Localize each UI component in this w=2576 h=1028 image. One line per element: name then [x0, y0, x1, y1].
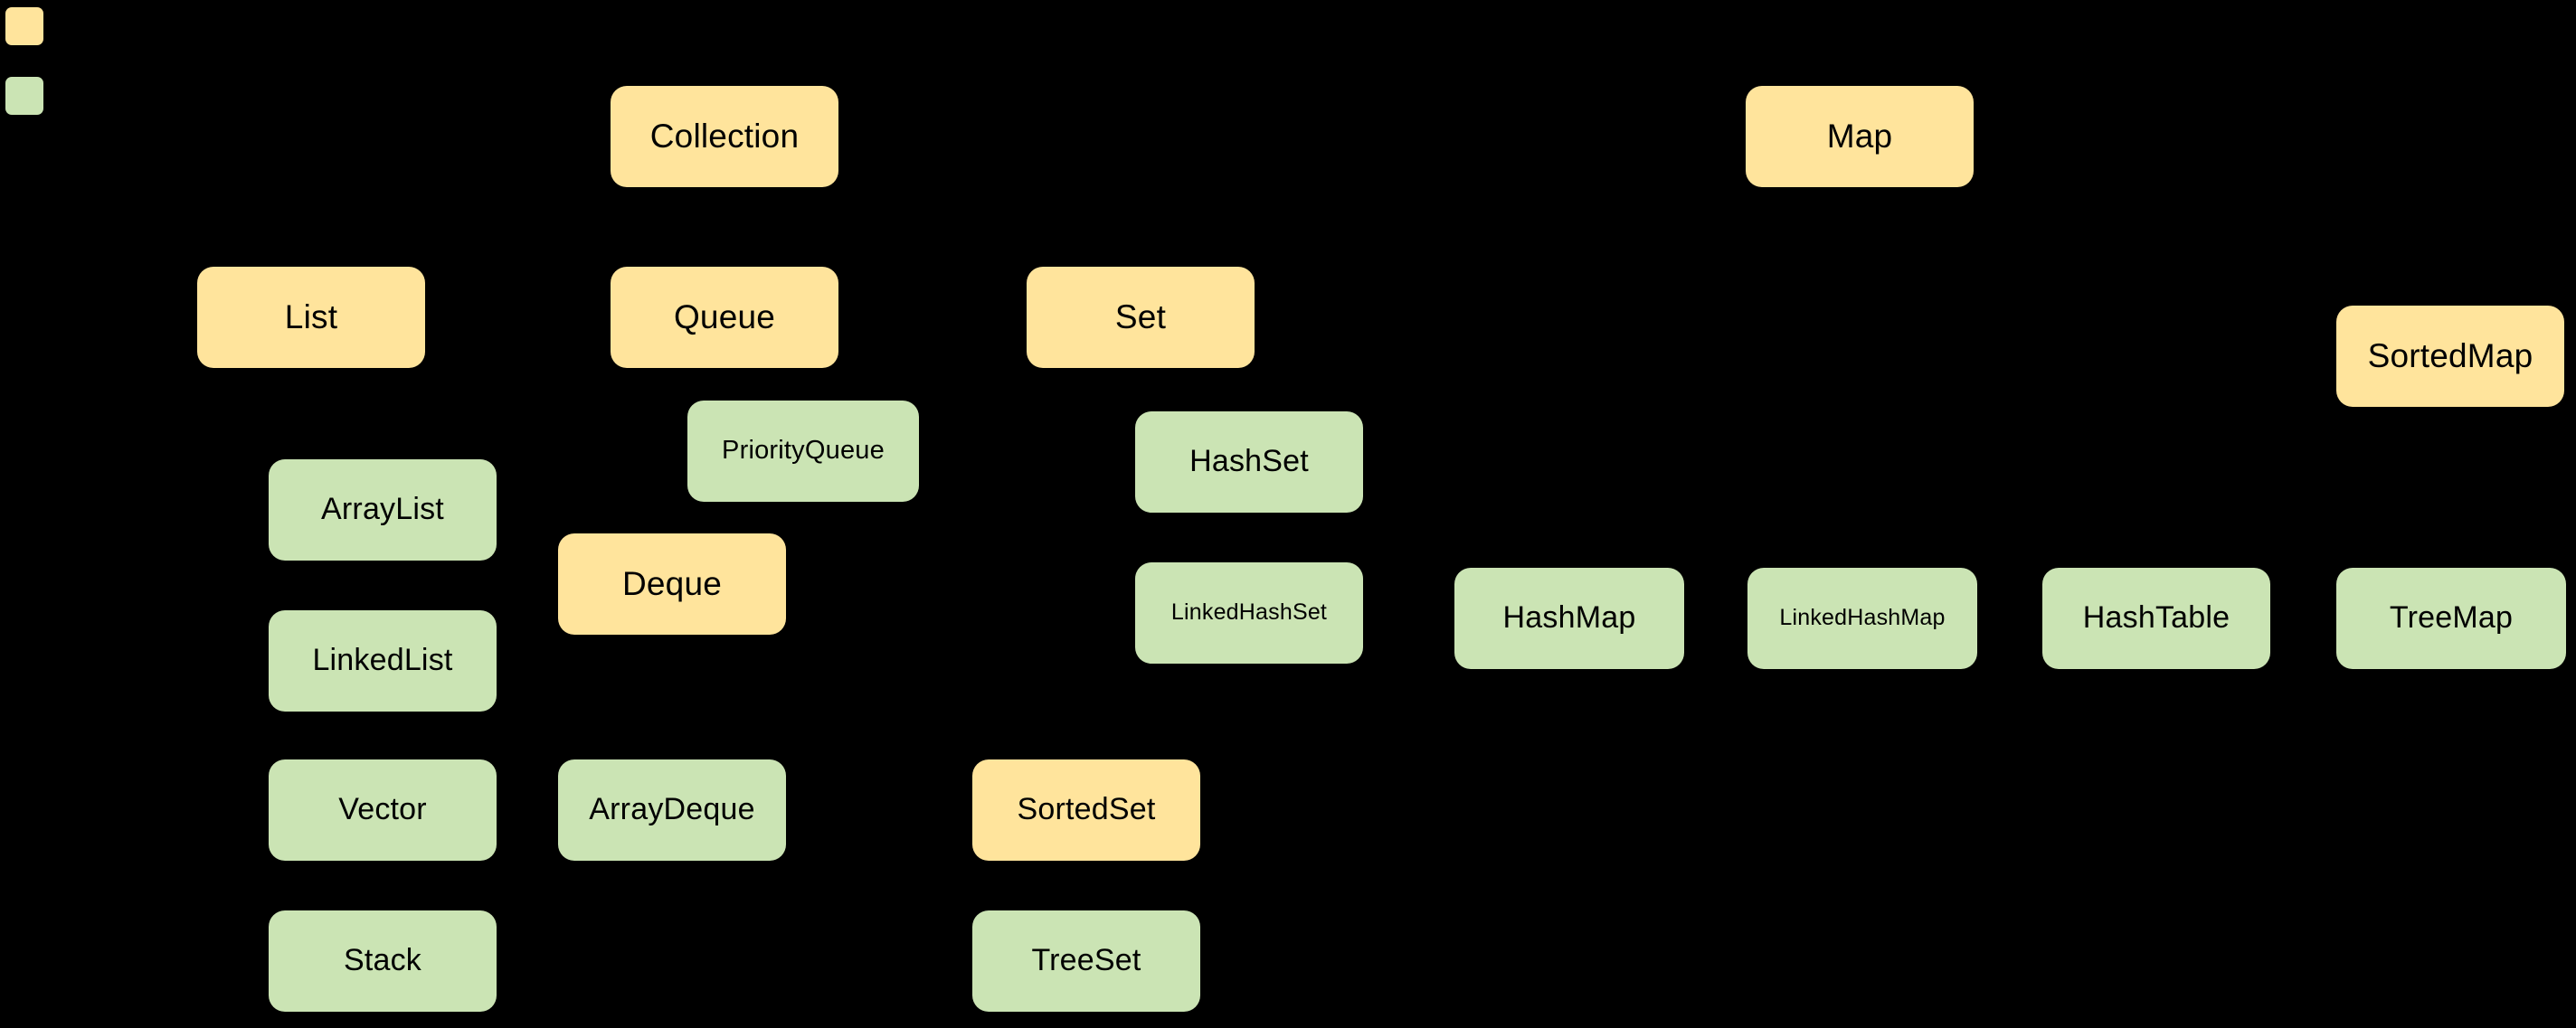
arrowhead-icon	[795, 388, 811, 401]
edge-map-to-hashtable	[1858, 187, 2158, 568]
legend-swatch-interface	[5, 7, 43, 45]
arrowhead-icon	[374, 447, 391, 459]
node-sortedset[interactable]: SortedSet	[972, 759, 1200, 861]
node-arraydeque[interactable]: ArrayDeque	[558, 759, 786, 861]
edge-map-to-hashmap	[1567, 187, 1861, 568]
arrowhead-icon	[1854, 555, 1870, 568]
edge-set-to-sortedset	[1084, 368, 1142, 759]
node-priorityqueue[interactable]: PriorityQueue	[687, 401, 919, 502]
node-vector[interactable]: Vector	[269, 759, 497, 861]
edge-list-to-arraylist	[309, 368, 384, 459]
node-hashmap[interactable]: HashMap	[1454, 568, 1684, 669]
node-label: HashSet	[1189, 444, 1309, 479]
node-label: ArrayList	[321, 492, 444, 527]
arrowhead-icon	[374, 747, 391, 759]
node-label: TreeMap	[2389, 600, 2514, 636]
node-label: HashMap	[1502, 600, 1636, 636]
node-label: HashTable	[2082, 600, 2230, 636]
arrowhead-icon	[374, 898, 391, 910]
node-map[interactable]: Map	[1746, 86, 1974, 187]
arrowhead-icon	[1561, 555, 1577, 568]
node-label: TreeSet	[1031, 943, 1141, 978]
node-label: LinkedList	[312, 643, 453, 678]
node-label: LinkedHashMap	[1779, 605, 1946, 631]
node-label: Queue	[673, 297, 776, 335]
node-label: PriorityQueue	[722, 436, 885, 466]
arrowhead-icon	[2443, 555, 2459, 568]
arrowhead-icon	[303, 254, 319, 267]
node-list[interactable]: List	[197, 267, 425, 368]
edge-map-to-linkedhashmap	[1858, 187, 1864, 568]
edge-map-to-sortedmap	[1858, 187, 2452, 306]
node-set[interactable]: Set	[1027, 267, 1255, 368]
node-collection[interactable]: Collection	[611, 86, 838, 187]
arrowhead-icon	[1241, 399, 1257, 411]
node-label: Map	[1826, 117, 1893, 155]
node-stack[interactable]: Stack	[269, 910, 497, 1012]
arrowhead-icon	[716, 254, 733, 267]
node-label: Collection	[649, 117, 800, 155]
arrowhead-icon	[664, 747, 680, 759]
node-queue[interactable]: Queue	[611, 267, 838, 368]
edge-collection-to-set	[723, 187, 1142, 267]
edge-queue-to-priorityqueue	[723, 368, 805, 401]
node-arraylist[interactable]: ArrayList	[269, 459, 497, 561]
node-label: Vector	[338, 792, 427, 827]
node-hashset[interactable]: HashSet	[1135, 411, 1363, 513]
edge-set-to-hashset	[1139, 368, 1251, 411]
arrowhead-icon	[374, 598, 391, 610]
arrowhead-icon	[1241, 550, 1257, 562]
legend-swatch-class	[5, 77, 43, 115]
edge-sortedmap-to-treemap	[2448, 407, 2453, 568]
node-linkedlist[interactable]: LinkedList	[269, 610, 497, 712]
node-sortedmap[interactable]: SortedMap	[2336, 306, 2564, 407]
node-label: Set	[1114, 297, 1167, 335]
node-hashtable[interactable]: HashTable	[2042, 568, 2270, 669]
node-treemap[interactable]: TreeMap	[2336, 568, 2566, 669]
node-label: SortedMap	[2367, 336, 2533, 374]
node-linkedhashset[interactable]: LinkedHashSet	[1135, 562, 1363, 664]
arrowhead-icon	[1078, 747, 1094, 759]
node-treeset[interactable]: TreeSet	[972, 910, 1200, 1012]
node-label: SortedSet	[1017, 792, 1156, 827]
arrowhead-icon	[1132, 254, 1149, 267]
edge-collection-to-list	[309, 187, 726, 267]
node-label: ArrayDeque	[589, 792, 755, 827]
arrowhead-icon	[1078, 898, 1094, 910]
node-deque[interactable]: Deque	[558, 533, 786, 635]
node-linkedhashmap[interactable]: LinkedHashMap	[1747, 568, 1977, 669]
node-label: Deque	[621, 564, 723, 602]
arrowhead-icon	[664, 521, 680, 533]
node-label: Stack	[343, 943, 422, 978]
arrowhead-icon	[2442, 293, 2458, 306]
node-label: LinkedHashSet	[1170, 599, 1328, 626]
arrowhead-icon	[2148, 555, 2164, 568]
node-label: List	[284, 297, 338, 335]
